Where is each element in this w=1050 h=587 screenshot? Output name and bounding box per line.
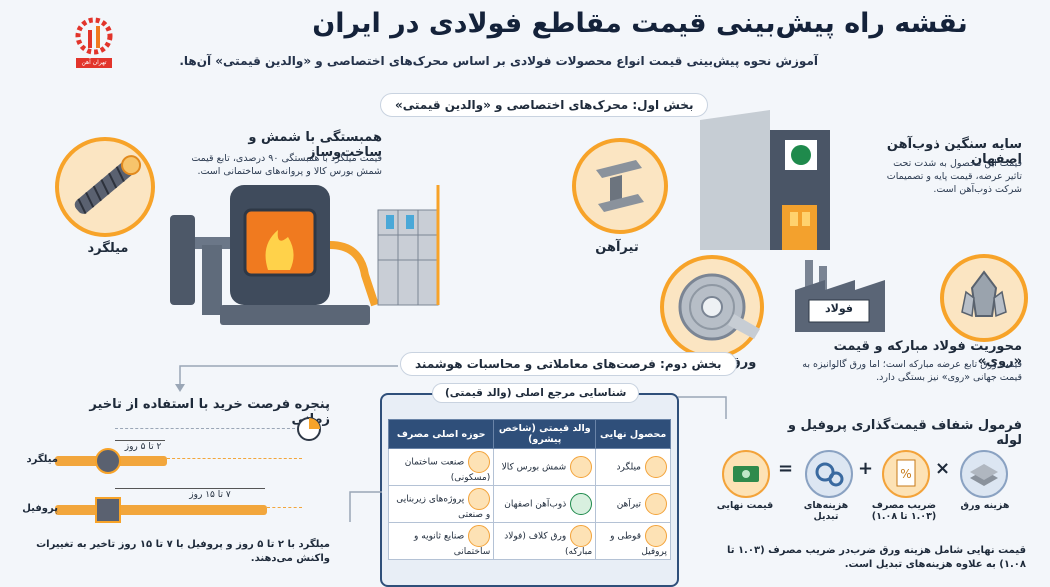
- formula-term-coefficient: ضریب مصرف (۱.۰۳ تا ۱.۰۸): [871, 500, 937, 522]
- zinc-circle: [940, 254, 1028, 342]
- sheet-heading: محوریت فولاد مبارکه و قیمت «روی»: [833, 339, 1022, 369]
- cell-parent: ورق کلاف (فولاد مبارکه): [504, 531, 593, 558]
- factory-icon: [468, 525, 491, 547]
- zinc-crystal-icon: [961, 270, 1007, 318]
- profile-mini-icon: [95, 497, 121, 523]
- page-subtitle: آموزش نحوه پیش‌بینی قیمت انواع محصولات ف…: [179, 54, 818, 68]
- logo-text: تهران آهن: [81, 59, 107, 66]
- table-header: حوزه اصلی مصرف: [387, 419, 495, 449]
- formula-term-sheet: هزینه ورق: [960, 500, 1010, 511]
- cell-usage: صنعت ساختمان (مسکونی): [404, 457, 491, 484]
- bridge-icon: [468, 488, 491, 510]
- plus-operator: +: [858, 458, 874, 479]
- cell-parent: شمش بورس کالا: [501, 462, 567, 473]
- esfahan-steel-building: [700, 110, 830, 250]
- multiply-operator: ×: [935, 458, 951, 479]
- timeline-profile-label: پروفیل: [22, 503, 58, 514]
- section2-label: بخش دوم: فرصت‌های معاملاتی و محاسبات هوش…: [400, 352, 737, 376]
- beam-circle: [572, 138, 668, 234]
- formula-heading: فرمول شفاف قیمت‌گذاری پروفیل و لوله: [787, 418, 1022, 448]
- sheet-circle: [660, 255, 764, 359]
- reference-panel: شناسایی مرجع اصلی (والد قیمتی) محصول نها…: [380, 383, 679, 587]
- beam-label: تیرآهن: [595, 240, 639, 255]
- gears-icon: [805, 450, 853, 498]
- cell-parent: ذوب‌آهن اصفهان: [504, 499, 567, 510]
- rebar-label: میلگرد: [87, 241, 129, 256]
- rebar-description: قیمت میلگرد با همبستگی ۹۰ درصدی، تابع قی…: [191, 153, 382, 177]
- brand-logo: تهران آهن: [70, 14, 118, 74]
- page-title: نقشه راه پیش‌بینی قیمت مقاطع فولادی در ا…: [312, 8, 968, 39]
- equals-operator: =: [778, 458, 794, 479]
- money-icon: [722, 450, 770, 498]
- formula-connector: [678, 396, 727, 419]
- table-header: والد قیمتی (شاخص پیشرو): [493, 419, 597, 449]
- sheet-stack-icon: [960, 450, 1008, 498]
- cell-usage: پروژه‌های زیربنایی و صنعتی: [396, 494, 491, 521]
- cell-product: قوطی و پروفیل: [610, 531, 667, 558]
- window-note: میلگرد با ۲ تا ۵ روز و پروفیل با ۷ تا ۱۵…: [36, 539, 330, 564]
- reference-table: محصول نهایی والد قیمتی (شاخص پیشرو) حوزه…: [387, 419, 671, 560]
- rebar-icon: [74, 155, 142, 215]
- beam-description: قیمت این محصول به شدت تحت تاثیر عرضه، قی…: [886, 158, 1022, 195]
- profile-delay: ۷ تا ۱۵ روز: [189, 490, 231, 500]
- rebar-circle: [55, 137, 155, 237]
- table-row: میلگرد شمش بورس کالا صنعت ساختمان (مسکون…: [387, 448, 671, 486]
- cell-product: میلگرد: [616, 462, 641, 473]
- sheet-description: قیمت ورق تابع عرضه مبارکه است؛ اما ورق گ…: [802, 359, 1022, 383]
- percent-doc-icon: %: [882, 450, 930, 498]
- formula-note: قیمت نهایی شامل هزینه ورق ضرب‌در ضریب مص…: [726, 545, 1026, 570]
- reference-title: شناسایی مرجع اصلی (والد قیمتی): [432, 383, 640, 403]
- window-heading: پنجره فرصت خرید با استفاده از تاخیر زمان…: [89, 397, 330, 427]
- svg-text:%: %: [900, 467, 911, 481]
- table-row: تیرآهن ذوب‌آهن اصفهان پروژه‌های زیربنایی…: [387, 485, 671, 523]
- furnace-illustration: [170, 185, 440, 325]
- formula-term-conversion: هزینه‌های تبدیل: [803, 500, 849, 522]
- formula-term-final: قیمت نهایی: [716, 500, 774, 511]
- esfahan-logo-icon: [570, 493, 593, 515]
- i-beam-icon: [596, 160, 644, 212]
- rebar-delay: ۲ تا ۵ روز: [124, 442, 162, 452]
- steel-coil-icon: [678, 273, 760, 341]
- timeline-rebar-label: میلگرد: [26, 454, 58, 465]
- rebar-heading: همبستگی با شمش و ساخت‌وساز: [248, 130, 382, 160]
- rebar-mini-icon: [95, 448, 121, 474]
- beam-heading: سایه سنگین ذوب‌آهن اصفهان: [886, 137, 1022, 167]
- connector-arrow: [175, 365, 398, 392]
- profile-bar: [55, 505, 267, 515]
- building-icon: [468, 451, 491, 473]
- rebar-icon: [645, 456, 667, 478]
- clock-icon: [297, 417, 321, 441]
- cell-product: تیرآهن: [616, 499, 641, 510]
- i-beam-icon: [645, 493, 667, 515]
- section1-label: بخش اول: محرک‌های اختصاصی و «والدین قیمت…: [380, 93, 709, 117]
- table-header: محصول نهایی: [595, 419, 671, 449]
- factory-sign: فولاد: [825, 302, 853, 315]
- mobarakeh-factory: [795, 260, 885, 332]
- cell-usage: صنایع ثانویه و ساختمانی: [414, 531, 491, 558]
- coil-icon: [570, 525, 593, 547]
- ingot-icon: [570, 456, 593, 478]
- profile-icon: [645, 525, 667, 547]
- table-connector: [349, 491, 382, 522]
- table-row: قوطی و پروفیل ورق کلاف (فولاد مبارکه) صن…: [387, 522, 671, 560]
